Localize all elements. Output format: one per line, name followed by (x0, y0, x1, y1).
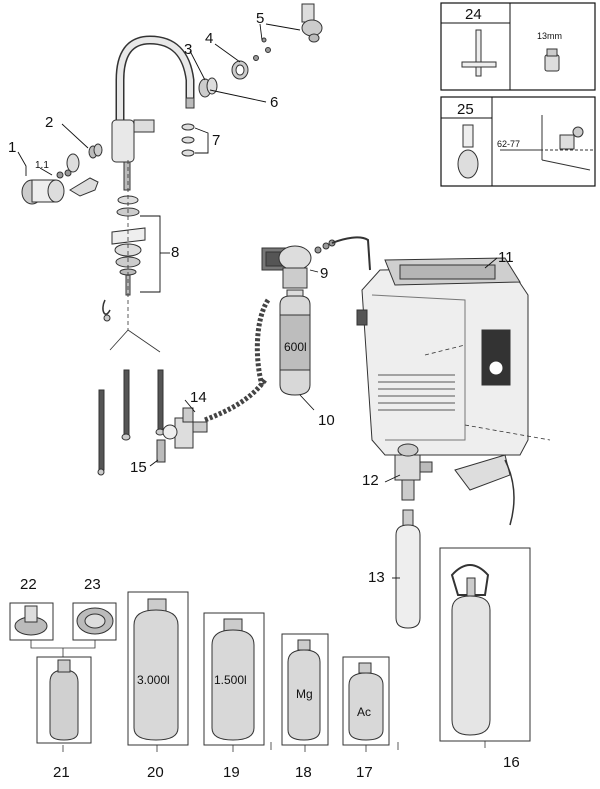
main-filter-label: 600l (284, 340, 307, 354)
co2-regulator (394, 443, 433, 501)
callout-17: 17 (356, 764, 373, 781)
callout-6: 6 (270, 94, 278, 111)
callout-21: 21 (53, 764, 70, 781)
callout-19: 19 (223, 764, 240, 781)
callout-8: 8 (171, 244, 179, 261)
co2-bracket (454, 454, 515, 526)
callout-25: 25 (457, 101, 474, 118)
knob-icon (457, 124, 479, 179)
filter-head (261, 239, 336, 289)
angle-valve-icon (500, 115, 595, 171)
range-label: 62-77 (497, 139, 520, 149)
co2-bottle-large (439, 547, 531, 742)
callout-5: 5 (256, 10, 264, 27)
chiller-unit (356, 257, 529, 456)
callout-1-1: 1.1 (35, 160, 49, 171)
callout-16: 16 (503, 754, 520, 771)
callout-13: 13 (368, 569, 385, 586)
callout-11: 11 (498, 249, 514, 266)
callout-22: 22 (20, 576, 37, 593)
callout-14: 14 (190, 389, 207, 406)
callout-18: 18 (295, 764, 312, 781)
callout-20: 20 (147, 764, 164, 781)
callout-23: 23 (84, 576, 101, 593)
inset-24: 24 13mm (440, 2, 596, 91)
callout-15: 15 (130, 459, 147, 476)
filter-20 (127, 591, 189, 746)
callout-4: 4 (205, 30, 213, 47)
spout-handle (301, 3, 323, 43)
callout-3: 3 (184, 41, 192, 58)
filter-head-23 (72, 602, 117, 641)
filter-19 (203, 612, 265, 746)
spout-end-parts (198, 37, 271, 98)
mounting-set (111, 195, 146, 296)
cartridge (66, 143, 103, 173)
callout-7: 7 (212, 132, 220, 149)
filter-18-label: Mg (296, 687, 313, 701)
supply-hoses (97, 299, 165, 476)
wrench-size-label: 13mm (537, 31, 562, 41)
callout-24: 24 (465, 6, 482, 23)
callout-12: 12 (362, 472, 379, 489)
filter-head-22 (9, 602, 54, 641)
callout-1: 1 (8, 139, 16, 156)
chiller-tube (331, 236, 371, 271)
filter-17-label: Ac (357, 705, 371, 719)
callout-2: 2 (45, 114, 53, 131)
o-rings-7 (181, 123, 195, 157)
filter-17 (342, 656, 390, 746)
co2-bottle-small (395, 509, 421, 629)
filter-19-label: 1.500l (214, 673, 247, 687)
vent-grille (378, 374, 455, 411)
cable-clip (69, 177, 99, 197)
braided-hose (204, 378, 267, 423)
nut-icon (544, 48, 560, 72)
filter-leader-ticks (62, 741, 486, 752)
main-filter-cartridge (279, 289, 311, 396)
filter-21 (36, 656, 92, 744)
faucet-body (111, 35, 195, 191)
angle-valve (156, 407, 208, 463)
callout-9: 9 (320, 265, 328, 282)
inset-25: 25 62-77 (440, 96, 596, 187)
filter-hose (254, 298, 271, 386)
callout-10: 10 (318, 412, 335, 429)
handle-lever (21, 169, 72, 205)
t-wrench-icon (461, 29, 497, 77)
leader-lines (17, 23, 498, 579)
filter-20-label: 3.000l (137, 673, 170, 687)
